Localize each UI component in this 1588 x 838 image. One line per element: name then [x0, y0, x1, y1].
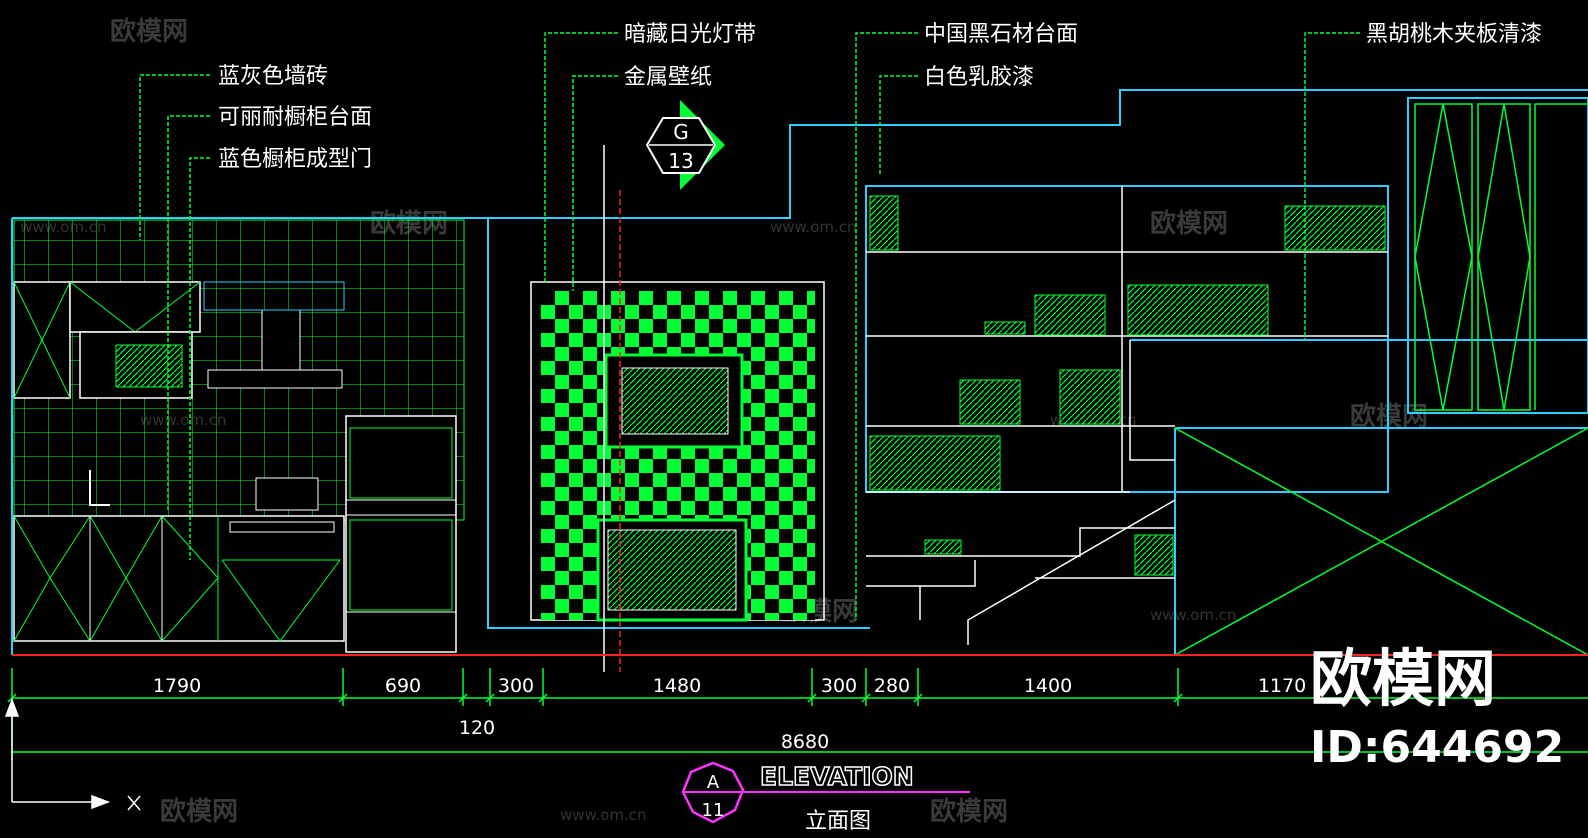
title-block: A 11 ELEVATION 立面图	[681, 761, 970, 834]
dim-280: 280	[874, 675, 910, 697]
label-corian-countertop: 可丽耐橱柜台面	[218, 105, 372, 130]
dim-1790: 1790	[153, 675, 201, 697]
watermark-logo: 欧模网	[110, 16, 188, 47]
watermark-logo: 欧模网	[1150, 208, 1228, 239]
dim-300-right: 300	[821, 675, 857, 697]
dimension-values: 1790 690 300 1480 300 280 1400 1170 120 …	[153, 675, 1306, 753]
title-marker-number: 11	[702, 800, 725, 821]
watermark-stamp: 欧模网 ID:644692	[1310, 642, 1564, 773]
section-marker-letter: G	[673, 120, 689, 144]
section-marker: G 13	[645, 100, 725, 190]
dim-1400: 1400	[1024, 675, 1072, 697]
kitchen-section	[13, 219, 465, 653]
watermark-logo: 欧模网	[930, 796, 1008, 827]
bookshelf-section	[866, 186, 1388, 645]
dimension-lines	[7, 668, 1588, 760]
drawing-title: ELEVATION	[760, 762, 914, 791]
watermark-url: www.om.cn	[770, 218, 857, 236]
label-hidden-light: 暗藏日光灯带	[624, 22, 756, 47]
label-black-granite: 中国黑石材台面	[924, 22, 1078, 47]
dim-1170: 1170	[1258, 675, 1306, 697]
wardrobe-doors	[1174, 103, 1588, 656]
section-marker-number: 13	[668, 149, 693, 173]
dim-120: 120	[459, 717, 495, 739]
watermark-logo-large: 欧模网	[1310, 642, 1496, 715]
dim-690: 690	[385, 675, 421, 697]
watermark-url: www.om.cn	[1150, 606, 1237, 624]
drawing-subtitle: 立面图	[805, 809, 871, 834]
watermark-url: www.om.cn	[560, 806, 647, 824]
label-walnut-veneer: 黑胡桃木夹板清漆	[1366, 22, 1542, 47]
title-marker-letter: A	[707, 772, 720, 793]
dim-1480: 1480	[653, 675, 701, 697]
tv-feature-wall	[530, 281, 825, 622]
label-white-latex: 白色乳胶漆	[924, 65, 1034, 90]
label-metal-wallpaper: 金属壁纸	[624, 65, 712, 90]
material-labels: 蓝灰色墙砖 可丽耐橱柜台面 蓝色橱柜成型门 暗藏日光灯带 金属壁纸 中国黑石材台…	[218, 22, 1542, 172]
leader-lines	[139, 32, 1360, 620]
dim-total: 8680	[781, 731, 829, 753]
watermark-logo: 欧模网	[160, 796, 238, 827]
ucs-icon	[4, 697, 141, 811]
label-wall-tile: 蓝灰色墙砖	[218, 64, 328, 89]
wall-outline	[11, 89, 1588, 655]
watermark-id: ID:644692	[1310, 722, 1564, 773]
book-rows	[869, 195, 1386, 576]
dim-300-left: 300	[498, 675, 534, 697]
label-cabinet-door: 蓝色橱柜成型门	[218, 147, 372, 172]
